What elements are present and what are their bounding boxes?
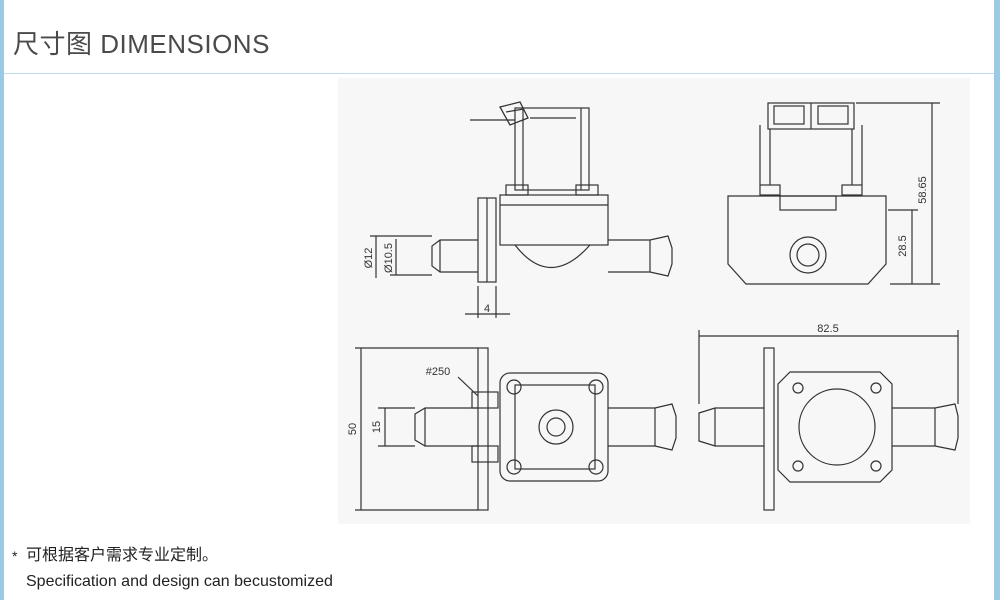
- front-view: [370, 101, 673, 318]
- customization-note: * 可根据客户需求专业定制。 Specification and design c…: [12, 543, 333, 595]
- left-frame-border: [0, 0, 4, 600]
- note-english: Specification and design can becustomize…: [26, 573, 333, 590]
- note-chinese: 可根据客户需求专业定制。: [26, 547, 219, 564]
- dim-label-pitch-15: 15: [371, 421, 383, 433]
- dim-label-dia105: Ø10.5: [383, 243, 395, 273]
- dim-label-dia12: Ø12: [363, 248, 375, 269]
- dim-label-height-50: 50: [347, 423, 359, 435]
- side-view: [727, 102, 940, 285]
- dim-label-width-825: 82.5: [817, 323, 838, 335]
- bottom-view: [698, 330, 959, 511]
- dim-label-coil-250: #250: [426, 366, 450, 378]
- dim-label-flange: 4: [484, 303, 490, 315]
- drawing-background: [338, 78, 970, 524]
- title-divider: [4, 73, 994, 74]
- note-asterisk: *: [12, 548, 18, 564]
- page-title: 尺寸图 DIMENSIONS: [13, 29, 270, 59]
- dim-label-height-285: 28.5: [897, 235, 909, 256]
- dim-label-height-5865: 58.65: [917, 176, 929, 204]
- right-frame-border: [994, 0, 1000, 600]
- top-view: [355, 347, 677, 511]
